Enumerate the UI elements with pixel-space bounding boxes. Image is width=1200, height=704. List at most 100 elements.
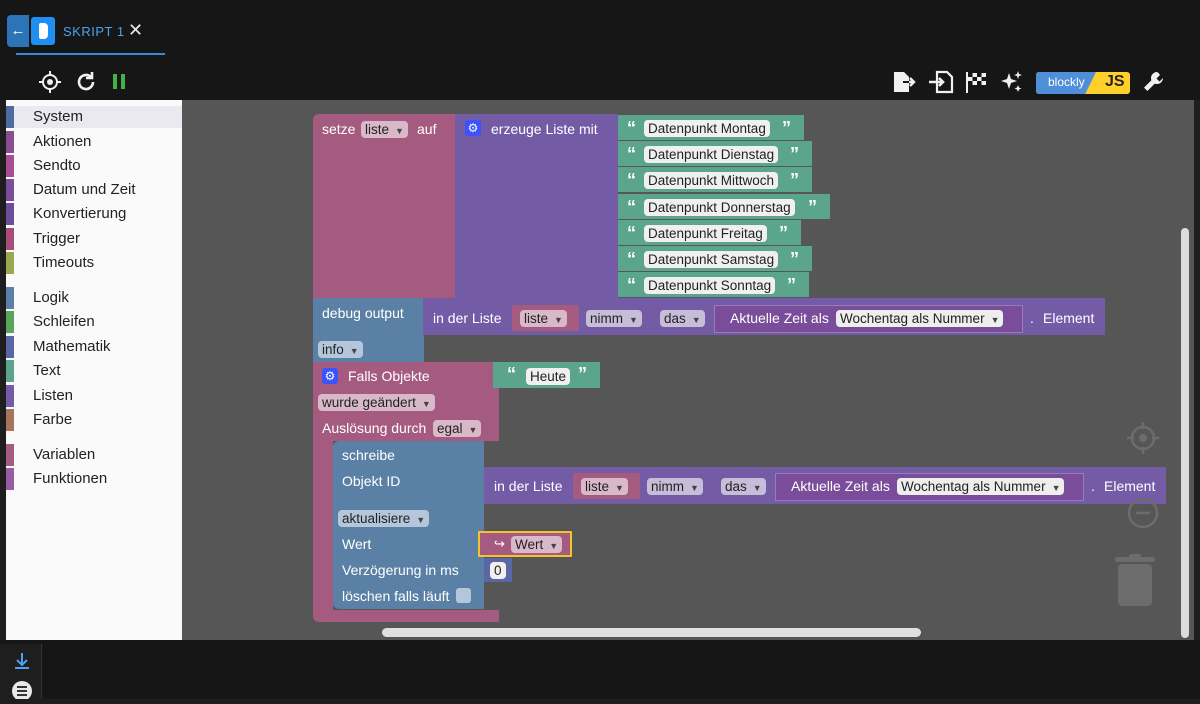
text-field-heute[interactable]: Heute [526, 368, 571, 385]
category-logik[interactable]: Logik [6, 287, 182, 309]
category-color-bar [6, 444, 14, 466]
category-farbe[interactable]: Farbe [6, 409, 182, 431]
auf-label: auf [417, 121, 437, 137]
toolbar [0, 64, 1200, 100]
close-icon[interactable]: ✕ [128, 20, 144, 40]
category-datum-und-zeit[interactable]: Datum und Zeit [6, 179, 182, 201]
log-list-icon[interactable] [11, 680, 33, 701]
open-quote-icon: “ [627, 222, 636, 243]
text-field[interactable]: Datenpunkt Freitag [644, 224, 767, 242]
category-color-bar [6, 468, 14, 490]
category-system[interactable]: System [6, 106, 182, 128]
text-field-value: Datenpunkt Donnerstag [648, 199, 791, 215]
category-schleifen[interactable]: Schleifen [6, 311, 182, 333]
set-label: setze [322, 121, 356, 137]
category-label: Funktionen [33, 470, 108, 487]
center-workspace-icon[interactable] [1127, 422, 1159, 454]
list-var-dropdown[interactable]: liste▼ [520, 310, 567, 327]
category-aktionen[interactable]: Aktionen [6, 131, 182, 153]
import-icon[interactable] [928, 70, 954, 94]
close-quote-icon: ” [787, 275, 796, 296]
category-label: Logik [33, 289, 69, 306]
close-quote-icon: ” [782, 118, 791, 138]
object-id-label: Objekt ID [342, 473, 401, 489]
current-time-label: Aktuelle Zeit als [730, 310, 829, 326]
trigger-condition-dropdown[interactable]: wurde geändert▼ [318, 394, 435, 411]
close-quote-icon: ” [808, 196, 817, 217]
category-color-bar [6, 287, 14, 309]
time-format-dropdown[interactable]: Wochentag als Nummer▼ [836, 310, 1004, 327]
blockly-js-toggle[interactable]: blockly JS [1036, 72, 1130, 94]
debug-level-dropdown[interactable]: info▼ [318, 341, 363, 358]
set-variable-block[interactable] [313, 114, 456, 299]
category-label: Sendto [33, 157, 81, 174]
text-field[interactable]: Datenpunkt Donnerstag [644, 198, 795, 216]
var-dropdown[interactable]: liste▼ [361, 121, 408, 138]
download-icon[interactable] [13, 652, 31, 670]
text-field[interactable]: Datenpunkt Dienstag [644, 146, 779, 164]
category-color-bar [6, 179, 14, 201]
category-color-bar [6, 155, 14, 177]
write-mode-dropdown[interactable]: aktualisiere▼ [338, 510, 430, 527]
zoom-out-icon[interactable] [1127, 497, 1159, 529]
text-field[interactable]: Datenpunkt Montag [644, 120, 770, 137]
category-mathematik[interactable]: Mathematik [6, 336, 182, 358]
sparkle-icon[interactable] [999, 70, 1023, 94]
value-label: Wert [342, 536, 372, 552]
close-quote-icon: ” [779, 222, 788, 243]
nimm-dropdown[interactable]: nimm▼ [647, 478, 703, 495]
delay-input[interactable]: 0 [490, 562, 506, 579]
trigger-source-dropdown[interactable]: egal▼ [433, 420, 482, 437]
in-list-label: in der Liste [433, 310, 502, 326]
das-dropdown[interactable]: das▼ [660, 310, 705, 327]
blockly-label: blockly [1048, 75, 1085, 89]
list-var-dropdown[interactable]: liste▼ [581, 478, 628, 495]
category-label: Trigger [33, 230, 80, 247]
debug-label: debug output [322, 305, 404, 321]
gear-icon[interactable]: ⚙ [465, 120, 481, 136]
text-field[interactable]: Datenpunkt Mittwoch [644, 172, 779, 190]
wrench-icon[interactable] [1142, 70, 1166, 94]
category-label: System [33, 108, 84, 125]
horizontal-scrollbar[interactable] [382, 628, 921, 637]
category-label: Aktionen [33, 133, 92, 150]
trash-icon[interactable] [1114, 554, 1156, 606]
nimm-dropdown[interactable]: nimm▼ [586, 310, 642, 327]
time-format-dropdown[interactable]: Wochentag als Nummer▼ [897, 478, 1065, 495]
category-color-bar [6, 409, 14, 431]
text-field[interactable]: Datenpunkt Sonntag [644, 277, 776, 295]
category-label: Farbe [33, 411, 73, 428]
category-funktionen[interactable]: Funktionen [6, 468, 182, 490]
flag-icon[interactable] [964, 70, 988, 94]
back-arrow-icon[interactable]: ← [7, 15, 29, 47]
locate-icon[interactable] [38, 70, 62, 94]
category-variablen[interactable]: Variablen [6, 444, 182, 466]
vertical-scrollbar[interactable] [1181, 228, 1189, 638]
export-icon[interactable] [891, 70, 917, 94]
trigger-source-label: Auslösung durch [322, 420, 427, 436]
write-label: schreibe [342, 447, 395, 463]
category-sendto[interactable]: Sendto [6, 155, 182, 177]
category-timeouts[interactable]: Timeouts [6, 252, 182, 274]
category-label: Konvertierung [33, 205, 127, 222]
category-color-bar [6, 311, 14, 333]
pause-icon[interactable] [111, 72, 129, 92]
gear-icon[interactable]: ⚙ [322, 368, 338, 384]
das-dropdown[interactable]: das▼ [721, 478, 766, 495]
category-listen[interactable]: Listen [6, 385, 182, 407]
open-quote-icon: “ [507, 364, 516, 384]
refresh-icon[interactable] [74, 70, 98, 94]
category-color-bar [6, 360, 14, 382]
text-field-value: Datenpunkt Sonntag [648, 278, 772, 294]
category-trigger[interactable]: Trigger [6, 228, 182, 250]
category-konvertierung[interactable]: Konvertierung [6, 203, 182, 225]
text-field-value: Datenpunkt Dienstag [648, 147, 775, 163]
clear-running-checkbox[interactable] [456, 588, 471, 603]
text-field[interactable]: Datenpunkt Samstag [644, 251, 779, 268]
text-field-value: Datenpunkt Samstag [648, 252, 775, 267]
category-text[interactable]: Text [6, 360, 182, 382]
create-list-block[interactable] [455, 114, 618, 299]
wert-dropdown[interactable]: Wert▼ [511, 536, 563, 553]
tab-script-title[interactable]: SKRIPT 1 [63, 24, 125, 39]
return-arrow-icon: ↪ [494, 536, 505, 551]
